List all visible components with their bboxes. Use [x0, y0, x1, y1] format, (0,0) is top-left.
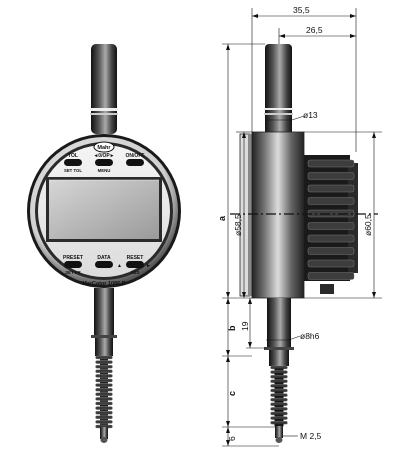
- housing-rib: [307, 222, 355, 230]
- bellows-core: [274, 396, 284, 399]
- spindle-bellows: [95, 355, 113, 430]
- bellows-ring: [95, 378, 113, 383]
- bellows-core: [100, 359, 108, 361]
- bellows-ring: [95, 397, 113, 401]
- bellows-ring: [95, 401, 113, 406]
- housing-rib: [307, 234, 355, 243]
- side-top-stem: [264, 44, 293, 136]
- bellows-core: [100, 372, 108, 375]
- reset-button[interactable]: RESET ► ABS: [126, 255, 151, 275]
- bellows-core: [100, 418, 108, 421]
- bellows-core: [274, 400, 284, 404]
- svg-text:RESET: RESET: [127, 255, 144, 261]
- bellows-core: [274, 368, 284, 372]
- bellows-core: [274, 419, 284, 422]
- bellows-ring: [95, 383, 113, 387]
- side-back-housing: [304, 155, 358, 281]
- bellows-ring: [95, 369, 113, 373]
- bellows-ring: [95, 374, 113, 378]
- top-stem: [90, 44, 118, 134]
- svg-text:ABS: ABS: [130, 270, 139, 275]
- bellows-core: [100, 405, 108, 407]
- contact-point: [100, 427, 108, 443]
- bellows-core: [100, 382, 108, 384]
- bellows-core: [100, 391, 108, 393]
- dim-c: c: [227, 391, 237, 396]
- lcd-display: [46, 177, 162, 242]
- side-spindle-bellows: [270, 365, 288, 427]
- bellows-ring: [95, 360, 113, 364]
- bellows-ring: [95, 420, 113, 424]
- bellows-core: [274, 414, 284, 418]
- bellows-core: [100, 368, 108, 370]
- bellows-ring: [95, 415, 113, 419]
- bellows-ring: [95, 392, 113, 396]
- svg-text:SET TOL: SET TOL: [64, 168, 82, 173]
- dim-b: b: [227, 325, 237, 331]
- bellows-core: [274, 382, 284, 385]
- housing-rib: [307, 247, 355, 255]
- bellows-core: [274, 386, 284, 390]
- bellows-ring: [95, 355, 113, 360]
- svg-text:DATA: DATA: [97, 255, 111, 261]
- dim-stem-diameter: ø13: [303, 110, 318, 120]
- svg-text:TOL: TOL: [68, 153, 78, 159]
- gauge-side-view: [222, 8, 382, 447]
- svg-text:◄0/OP►: ◄0/OP►: [93, 153, 114, 159]
- bottom-stem: [91, 288, 117, 356]
- gauge-front-view: Mahr TOL SET TOL ◄0/OP► MENU ON/OFF PRES…: [27, 44, 181, 443]
- housing-rib: [307, 172, 355, 180]
- dim-a: a: [217, 215, 227, 221]
- model-name: MarCator 1086 R: [82, 281, 125, 287]
- dim-35-5: 35,5: [293, 5, 310, 15]
- housing-rib: [307, 197, 355, 205]
- svg-text:ON/OFF: ON/OFF: [126, 153, 145, 159]
- brand-logo: Mahr: [93, 141, 115, 153]
- preset-button[interactable]: PRESET SET PR: [63, 255, 83, 275]
- up-arrow-icon: ▲: [117, 263, 122, 269]
- dim-body-diameter-60-5: ø60,5: [363, 214, 373, 236]
- svg-text:SET PR: SET PR: [65, 270, 81, 275]
- bellows-core: [100, 395, 108, 398]
- on-off-button[interactable]: ON/OFF: [126, 153, 145, 166]
- bellows-core: [100, 363, 108, 366]
- svg-text:PRESET: PRESET: [63, 255, 83, 261]
- bellows-core: [100, 377, 108, 379]
- housing-rib: [307, 259, 355, 268]
- bellows-ring: [95, 406, 113, 410]
- bellows-core: [274, 391, 284, 395]
- housing-rib: [307, 184, 355, 193]
- dim-length-19: 19: [240, 321, 250, 331]
- svg-text:Mahr: Mahr: [97, 145, 111, 151]
- housing-rib: [307, 272, 355, 280]
- bellows-ring: [95, 388, 113, 392]
- tol-button[interactable]: TOL SET TOL: [64, 153, 82, 173]
- side-body: [251, 131, 305, 299]
- data-button[interactable]: DATA ▲: [95, 255, 122, 269]
- bellows-core: [274, 423, 284, 427]
- bellows-core: [100, 400, 108, 402]
- svg-text:MENU: MENU: [98, 168, 111, 173]
- zero-op-button[interactable]: ◄0/OP► MENU: [93, 153, 114, 173]
- bellows-core: [274, 409, 284, 413]
- bellows-core: [274, 405, 284, 408]
- housing-rib: [307, 159, 355, 168]
- dim-thread: M 2,5: [300, 431, 322, 441]
- dim-26-5: 26,5: [306, 25, 323, 35]
- bellows-ring: [95, 411, 113, 415]
- bellows-core: [274, 373, 284, 376]
- bellows-core: [100, 423, 108, 425]
- bellows-core: [100, 414, 108, 416]
- bellows-core: [100, 386, 108, 389]
- right-arrow-icon: ►: [146, 263, 151, 269]
- bellows-core: [274, 377, 284, 381]
- bellows-core: [100, 409, 108, 412]
- dim-body-diameter-58-5: ø58,5: [233, 214, 243, 236]
- dim-spindle-diameter: ø8h6: [300, 331, 320, 341]
- dim-length-6: 6: [227, 436, 237, 441]
- bellows-ring: [95, 365, 113, 369]
